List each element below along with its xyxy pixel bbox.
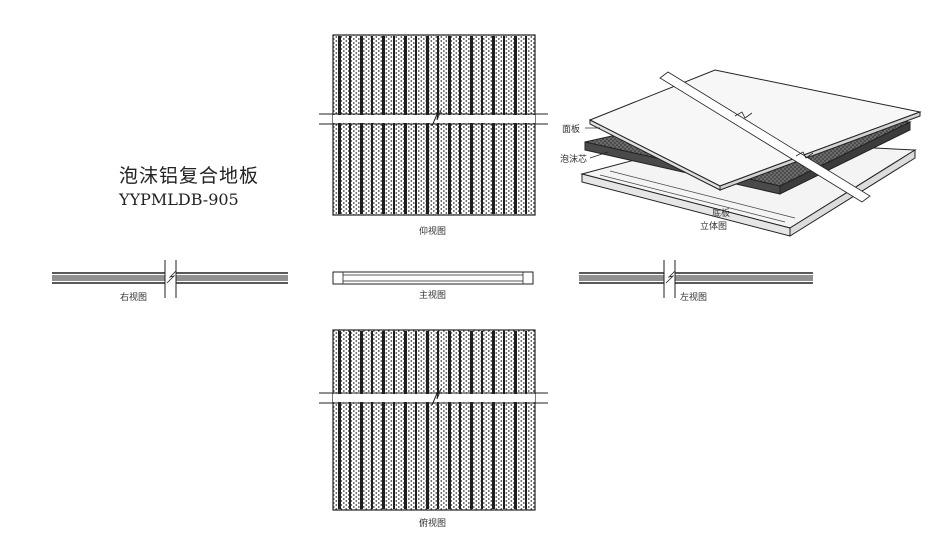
rib-stripe xyxy=(492,331,495,509)
product-title: 泡沫铝复合地板 xyxy=(119,165,260,187)
bottom-view-drawing xyxy=(319,34,548,216)
front-view-drawing xyxy=(332,271,534,285)
rib-stripe xyxy=(481,331,483,509)
front-view-label: 主视图 xyxy=(419,291,447,301)
rib-stripe xyxy=(382,36,385,214)
rib-stripe xyxy=(514,36,517,214)
rib-stripe xyxy=(525,36,527,214)
rib-stripe xyxy=(415,331,417,509)
rib-stripe xyxy=(503,331,505,509)
rib-stripe xyxy=(470,36,473,214)
left-view-label: 左视图 xyxy=(680,293,708,303)
rib-stripe xyxy=(349,331,351,509)
face-panel-label: 面板 xyxy=(562,125,581,135)
rib-stripe xyxy=(426,36,429,214)
rib-stripe xyxy=(360,36,363,214)
left-view-drawing xyxy=(579,260,813,298)
rib-stripe xyxy=(338,36,341,214)
rib-stripe xyxy=(525,331,527,509)
isometric-view-drawing xyxy=(580,69,922,237)
rib-stripe xyxy=(459,36,461,214)
rib-stripe xyxy=(448,331,451,509)
rib-stripe xyxy=(459,331,461,509)
rib-stripe xyxy=(393,331,395,509)
iso-view-label: 立体图 xyxy=(700,222,728,232)
right-view-drawing xyxy=(52,260,288,298)
top-view-drawing xyxy=(319,329,548,511)
right-view-label: 右视图 xyxy=(120,293,148,303)
rib-stripe xyxy=(448,36,451,214)
rib-stripe xyxy=(415,36,417,214)
rib-stripe xyxy=(338,331,341,509)
rib-stripe xyxy=(481,36,483,214)
rib-stripe xyxy=(360,331,363,509)
product-model: YYPMLDB-905 xyxy=(119,190,239,209)
base-plate-label: 底板 xyxy=(712,209,731,219)
rib-stripe xyxy=(371,36,373,214)
foam-core-label: 泡沫芯 xyxy=(560,155,588,165)
rib-stripe xyxy=(371,331,373,509)
rib-stripe xyxy=(437,36,439,214)
rib-stripe xyxy=(492,36,495,214)
rib-stripe xyxy=(382,331,385,509)
rib-stripe xyxy=(437,331,439,509)
rib-stripe xyxy=(404,331,407,509)
rib-stripe xyxy=(393,36,395,214)
rib-stripe xyxy=(470,331,473,509)
rib-stripe xyxy=(503,36,505,214)
rib-stripe xyxy=(514,331,517,509)
rib-stripe xyxy=(426,331,429,509)
bottom-view-label: 仰视图 xyxy=(419,227,447,237)
top-view-label: 俯视图 xyxy=(419,519,447,529)
rib-stripe xyxy=(404,36,407,214)
rib-stripe xyxy=(349,36,351,214)
